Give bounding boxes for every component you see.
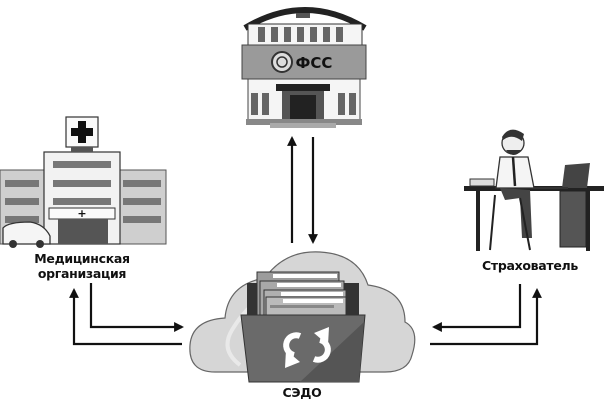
medical-org-label-line2: организация (37, 266, 127, 281)
arrow-sedo-to-insurer (430, 288, 542, 346)
arrow-sedo-to-medical (69, 288, 182, 346)
sync-arrows-icon (283, 332, 331, 363)
hospital-icon: + (0, 116, 167, 248)
arrow-medical-to-sedo (89, 283, 184, 332)
fss-building-icon (241, 7, 367, 128)
office-worker-icon (464, 129, 604, 251)
arrow-insurer-to-sedo (432, 284, 522, 332)
fss-label: ФСС (296, 54, 333, 72)
sedo-label: СЭДО (282, 385, 322, 400)
insurer-label: Страхователь (482, 258, 578, 273)
medical-org-label-line1: Медицинская (34, 251, 130, 266)
sedo-cloud-icon (189, 251, 416, 383)
svg-text:+: + (77, 207, 86, 220)
arrows (69, 136, 542, 346)
medical-org-label: Медицинская организация (2, 251, 162, 281)
